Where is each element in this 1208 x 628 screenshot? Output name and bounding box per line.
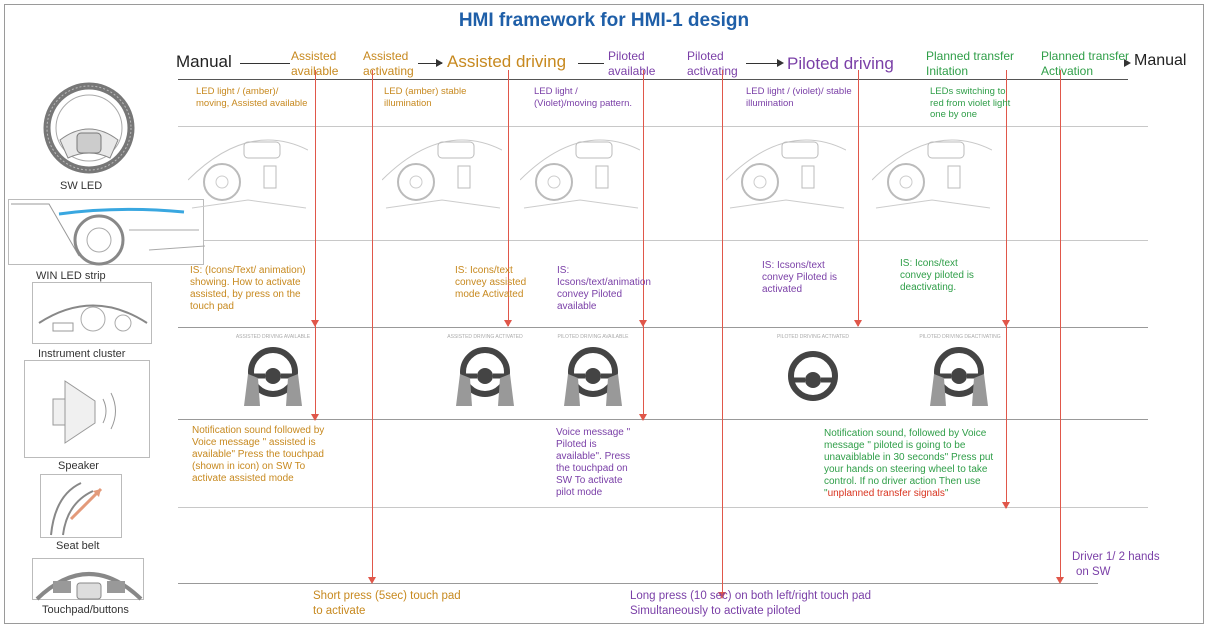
- stage-manual-start: Manual: [176, 52, 232, 71]
- arrowhead-icon: [436, 59, 443, 67]
- steering-wheel-icon: [788, 351, 838, 401]
- speaker-note-assisted-available: Notification sound followed by Voice mes…: [192, 425, 325, 484]
- steering-wheel-led-icon: [30, 78, 148, 176]
- speaker-note-planned-initiation: Notification sound, followed by Voice me…: [824, 428, 994, 499]
- arrowhead-icon: [311, 414, 319, 421]
- cluster-note-planned-initiation: IS: Icons/text convey piloted is deactiv…: [900, 258, 974, 293]
- steering-wheel-icon: [244, 347, 302, 406]
- unplanned-transfer-link-text: unplanned transfer signals: [827, 488, 945, 499]
- timeline-arrow-2: [418, 63, 442, 64]
- row-separator: [178, 583, 1098, 584]
- steering-wheel-icon: [564, 347, 622, 406]
- flow-line-piloted-activating: [722, 70, 723, 597]
- row-separator: [178, 327, 1148, 328]
- sidebar-label-seat-belt: Seat belt: [56, 540, 100, 552]
- sidebar-label-touchpad: Touchpad/buttons: [42, 604, 129, 616]
- cluster-note-assisted-available: IS: (Icons/Text/ animation) showing. How…: [190, 265, 306, 312]
- touchpad-buttons-icon: [32, 558, 144, 601]
- flow-line-piloted-driving: [858, 70, 859, 326]
- stage-assisted-driving: Assisted driving: [447, 52, 567, 71]
- stage-manual-end: Manual: [1134, 52, 1187, 69]
- led-note-assisted-available: LED light / (amber)/ moving, Assisted av…: [196, 86, 308, 109]
- arrowhead-icon: [311, 320, 319, 327]
- arrowhead-icon: [639, 320, 647, 327]
- led-note-piloted-activating: LED light / (violet)/ stable illuminatio…: [746, 86, 852, 109]
- dashboard-sketch: [381, 130, 503, 217]
- speaker-note-piloted-available: Voice message " Piloted is available". P…: [556, 427, 631, 498]
- flow-line-planned-activation: [1060, 70, 1061, 582]
- seat-belt-icon: [40, 474, 122, 538]
- diagram-frame: [4, 4, 1204, 624]
- sidebar-label-instrument-cluster: Instrument cluster: [38, 348, 126, 360]
- timeline-baseline: [178, 79, 1128, 80]
- wheel-caption: PILOTED DRIVING AVAILABLE: [557, 334, 629, 340]
- wheel-caption: ASSISTED DRIVING AVAILABLE: [235, 334, 311, 340]
- timeline-arrow-3: [578, 63, 604, 64]
- diagram-title: HMI framework for HMI-1 design: [458, 10, 750, 31]
- timeline-arrow-4: [746, 63, 778, 64]
- arrowhead-icon: [777, 59, 784, 67]
- wheel-caption: ASSISTED DRIVING ACTIVATED: [447, 334, 523, 340]
- flow-line-assisted-driving: [508, 70, 509, 326]
- speaker-icon: [24, 360, 150, 458]
- led-note-piloted-available: LED light / (Violet)/moving pattern.: [534, 86, 633, 109]
- cluster-note-piloted-activating: IS: Icsons/text convey Piloted is activa…: [762, 260, 838, 295]
- steering-wheel-icon: [456, 347, 514, 406]
- dashboard-sketch: [725, 130, 847, 217]
- led-note-assisted-activating: LED (amber) stable illumination: [384, 86, 467, 109]
- arrowhead-icon: [368, 577, 376, 584]
- flow-line-planned-initiation: [1006, 70, 1007, 508]
- sidebar-label-win-led: WIN LED strip: [36, 270, 106, 282]
- wheel-caption: PILOTED DRIVING ACTIVATED: [776, 334, 850, 340]
- led-note-planned-initiation: LEDs switching to red from violet light …: [930, 86, 1011, 120]
- windshield-led-strip-icon: [8, 199, 206, 266]
- long-press-note: Long press (10 sec) on both left/right t…: [630, 590, 872, 617]
- arrowhead-icon: [504, 320, 512, 327]
- arrowhead-icon: [1056, 577, 1064, 584]
- flow-line-assisted-activating: [372, 70, 373, 582]
- row-separator: [178, 419, 1148, 420]
- cluster-note-assisted-activating: IS: Icons/text convey assisted mode Acti…: [455, 265, 527, 300]
- row-separator: [178, 126, 1148, 127]
- dashboard-sketch: [519, 130, 641, 217]
- cluster-note-piloted-available: IS: Icsons/text/animation convey Piloted…: [557, 265, 651, 312]
- arrowhead-icon: [1124, 59, 1131, 67]
- instrument-cluster-icon: [32, 282, 152, 344]
- arrowhead-icon: [1002, 320, 1010, 327]
- dashboard-sketch: [871, 130, 993, 217]
- sidebar-label-sw-led: SW LED: [60, 180, 103, 192]
- flow-line-assisted-available: [315, 70, 316, 420]
- flow-line-piloted-available: [643, 70, 644, 420]
- stage-piloted-driving: Piloted driving: [787, 54, 894, 73]
- timeline-arrow-1: [240, 63, 290, 64]
- arrowhead-icon: [718, 592, 726, 599]
- dashboard-sketch: [187, 130, 309, 217]
- wheel-caption: PILOTED DRIVING DEACTIVATING: [919, 334, 1001, 340]
- row-separator: [178, 240, 1148, 241]
- row-separator: [178, 507, 1148, 508]
- arrowhead-icon: [639, 414, 647, 421]
- sidebar-label-speaker: Speaker: [58, 460, 99, 472]
- steering-wheel-icon: [930, 347, 988, 406]
- arrowhead-icon: [854, 320, 862, 327]
- arrowhead-icon: [1002, 502, 1010, 509]
